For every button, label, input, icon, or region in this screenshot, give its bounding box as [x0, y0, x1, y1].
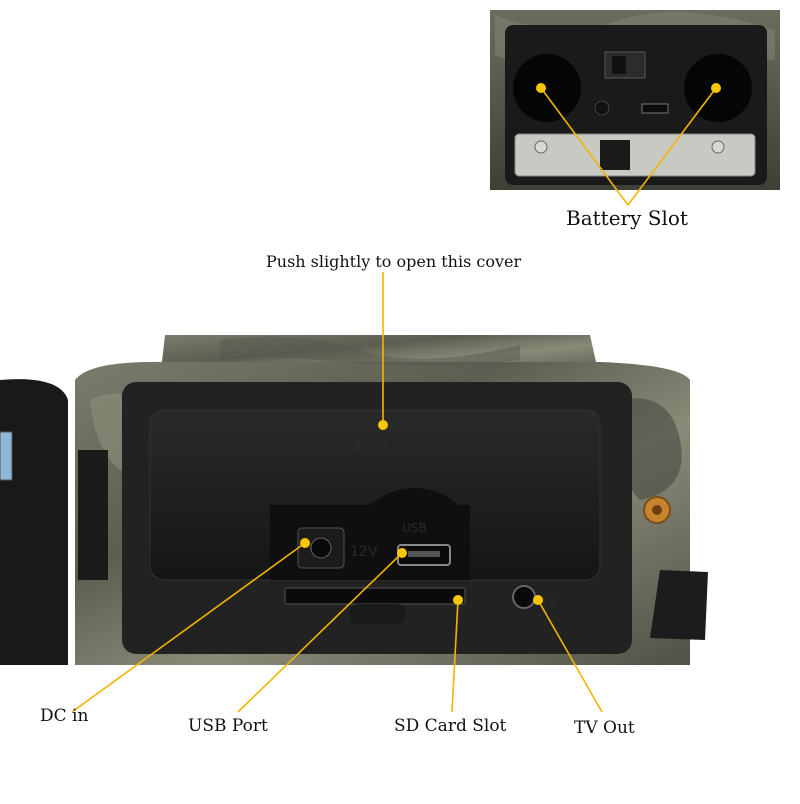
leader-lines — [71, 83, 721, 713]
side-latch — [650, 570, 708, 640]
sd-slot-leader-dot — [453, 595, 463, 605]
push-marking: PUSH — [335, 433, 389, 457]
tv-out-leader — [537, 599, 603, 713]
inset-dc-jack — [594, 100, 610, 116]
inset-spring-left — [534, 140, 548, 154]
inset-usb-port — [641, 103, 669, 114]
camera-body: PUSH 12V USB TV — [0, 335, 708, 665]
hinge — [78, 450, 108, 580]
push-leader-dot — [378, 420, 388, 430]
inset-switch-knob — [612, 56, 626, 74]
inset-metal-plate — [514, 133, 756, 177]
battery-leader-left — [540, 87, 629, 206]
sd-slot-leader — [451, 599, 459, 713]
push-cover-label: Push slightly to open this cover — [266, 252, 522, 271]
sd-card-slot-label: SD Card Slot — [394, 716, 507, 736]
tv-out-leader-dot — [533, 595, 543, 605]
usb-port-tongue — [408, 551, 440, 557]
tv-out-jack — [512, 585, 536, 609]
tv-out-label: TV Out — [574, 718, 635, 738]
dc-jack — [310, 537, 332, 559]
tv-marking: TV — [539, 594, 557, 609]
sd-card-slot — [284, 587, 466, 605]
battery-leader-right-dot — [711, 83, 721, 93]
usb-marking: USB — [402, 521, 427, 535]
open-door — [0, 379, 68, 665]
sd-eject-tab — [350, 604, 406, 624]
camo-blotch — [617, 398, 682, 500]
dc-in-leader-dot — [300, 538, 310, 548]
usb-port-label: USB Port — [188, 716, 268, 736]
dc-in-leader — [71, 542, 306, 713]
battery-slot-label: Battery Slot — [566, 206, 688, 230]
inset-latch — [600, 140, 630, 170]
battery-leader-left-dot — [536, 83, 546, 93]
battery-leader-right — [627, 87, 717, 206]
door-screen-edge — [0, 431, 13, 481]
camo-blotch — [220, 336, 520, 366]
tripod-mount-hole — [652, 505, 662, 515]
12v-marking: 12V — [350, 544, 378, 560]
usb-port-leader-dot — [397, 548, 407, 558]
battery-inset — [490, 10, 780, 190]
battery-hole-left — [513, 54, 581, 122]
usb-port-leader — [237, 552, 403, 713]
inset-spring-right — [711, 140, 725, 154]
dc-in-label: DC in — [40, 706, 89, 726]
